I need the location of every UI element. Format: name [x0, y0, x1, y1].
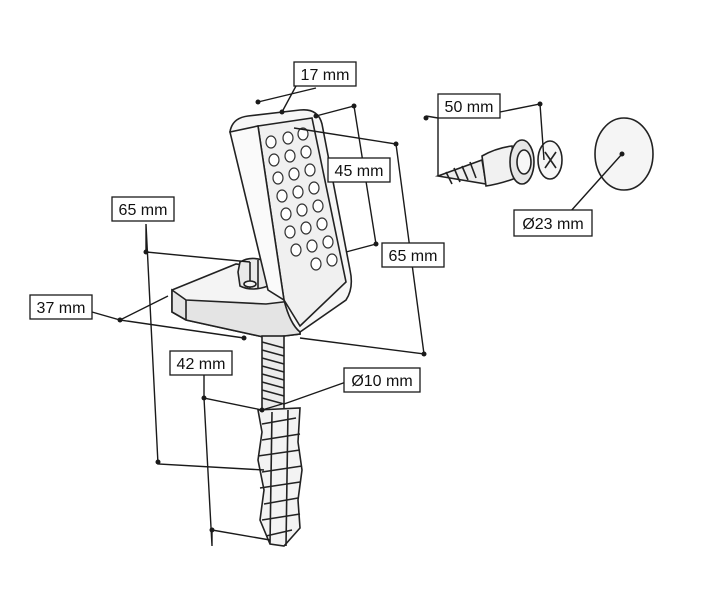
label-pad-width-text: 45 mm [335, 163, 384, 180]
label-cap-diameter-text: Ø23 mm [522, 216, 583, 233]
label-screw-length: 42 mm [169, 350, 233, 376]
label-dowel-diameter-text: Ø10 mm [351, 373, 412, 390]
pad-holes [265, 127, 338, 271]
label-pad-height-text: 65 mm [389, 248, 438, 265]
label-screw-length-text: 42 mm [177, 356, 226, 373]
label-base-width: 37 mm [29, 294, 93, 320]
label-pad-width: 45 mm [327, 157, 391, 183]
wall-dowel-icon [257, 407, 303, 547]
label-dowel-diameter: Ø10 mm [343, 367, 421, 393]
label-pad-height: 65 mm [381, 242, 445, 268]
label-pad-thickness-text: 17 mm [301, 67, 350, 84]
threaded-stud [261, 335, 285, 413]
label-pad-thickness: 17 mm [293, 61, 357, 87]
door-stop-pad-icon [171, 108, 353, 339]
wood-screw-icon [434, 139, 563, 187]
label-base-width-text: 37 mm [37, 300, 86, 317]
label-base-depth-text: 65 mm [119, 202, 168, 219]
label-cap-diameter: Ø23 mm [513, 209, 593, 237]
label-base-depth: 65 mm [111, 196, 175, 222]
label-wood-screw-length: 50 mm [437, 93, 501, 119]
label-wood-screw-length-text: 50 mm [445, 99, 494, 116]
